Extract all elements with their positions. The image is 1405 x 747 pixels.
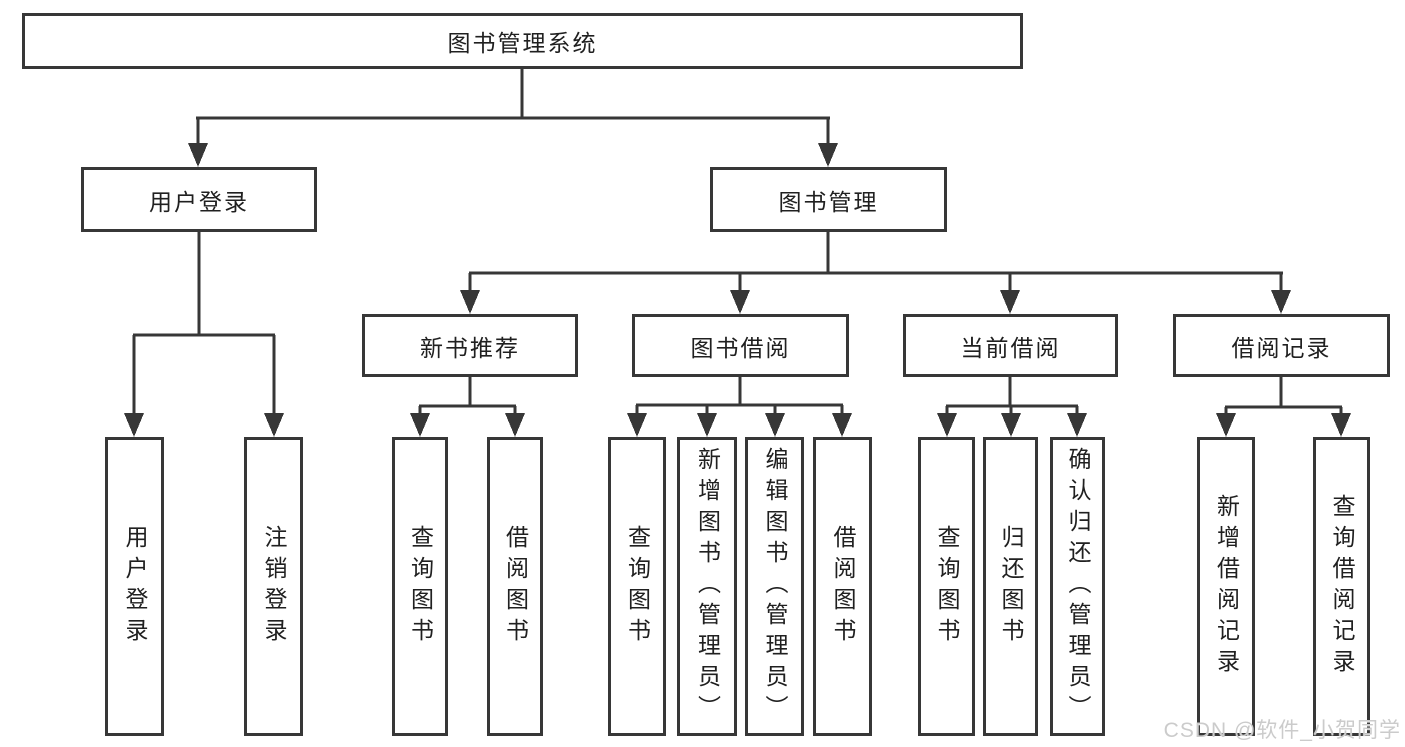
- leaf-query-books-borrow: 查询图书: [608, 437, 666, 736]
- leaf-query-books-recommend: 查询图书: [392, 437, 448, 736]
- leaf-add-borrow-record-label: 新增借阅记录: [1213, 493, 1240, 680]
- node-new-book-recommend-label: 新书推荐: [420, 334, 520, 361]
- leaf-query-borrow-record: 查询借阅记录: [1313, 437, 1370, 736]
- watermark: CSDN @软件_小贺同学: [1163, 719, 1401, 742]
- leaf-add-books-admin-label: 新增图书（管理员）: [694, 447, 721, 726]
- leaf-user-login-label: 用户登录: [122, 524, 148, 649]
- leaf-edit-books-admin: 编辑图书（管理员）: [745, 437, 804, 736]
- leaf-edit-books-admin-label: 编辑图书（管理员）: [762, 447, 788, 726]
- node-root-label: 图书管理系统: [447, 30, 598, 56]
- leaf-logout: 注销登录: [244, 437, 303, 736]
- leaf-logout-label: 注销登录: [261, 524, 287, 649]
- node-borrow-records-label: 借阅记录: [1231, 334, 1332, 361]
- leaf-query-books-current-label: 查询图书: [934, 524, 960, 649]
- leaf-return-books: 归还图书: [983, 437, 1038, 736]
- leaf-query-books-recommend-label: 查询图书: [407, 524, 434, 649]
- leaf-confirm-return-admin: 确认归还（管理员）: [1050, 437, 1105, 736]
- leaf-user-login: 用户登录: [105, 437, 164, 736]
- leaf-query-books-borrow-label: 查询图书: [624, 524, 651, 649]
- node-user-login-label: 用户登录: [149, 188, 249, 215]
- node-new-book-recommend: 新书推荐: [362, 314, 578, 377]
- leaf-add-books-admin: 新增图书（管理员）: [677, 437, 737, 736]
- node-book-management-label: 图书管理: [778, 188, 879, 215]
- node-book-management: 图书管理: [710, 167, 947, 232]
- leaf-add-borrow-record: 新增借阅记录: [1197, 437, 1255, 736]
- node-book-borrow: 图书借阅: [632, 314, 849, 377]
- leaf-borrow-books: 借阅图书: [813, 437, 872, 736]
- node-root-system: 图书管理系统: [22, 13, 1023, 69]
- leaf-borrow-books-recommend-label: 借阅图书: [502, 524, 529, 649]
- leaf-return-books-label: 归还图书: [998, 524, 1024, 649]
- node-book-borrow-label: 图书借阅: [690, 334, 791, 361]
- node-current-borrow-label: 当前借阅: [960, 334, 1061, 361]
- node-borrow-records: 借阅记录: [1173, 314, 1390, 377]
- leaf-confirm-return-admin-label: 确认归还（管理员）: [1065, 447, 1091, 726]
- leaf-borrow-books-recommend: 借阅图书: [487, 437, 543, 736]
- leaf-query-borrow-record-label: 查询借阅记录: [1329, 493, 1355, 680]
- node-current-borrow: 当前借阅: [903, 314, 1118, 377]
- leaf-query-books-current: 查询图书: [918, 437, 975, 736]
- leaf-borrow-books-label: 借阅图书: [830, 524, 856, 649]
- node-user-login: 用户登录: [81, 167, 317, 232]
